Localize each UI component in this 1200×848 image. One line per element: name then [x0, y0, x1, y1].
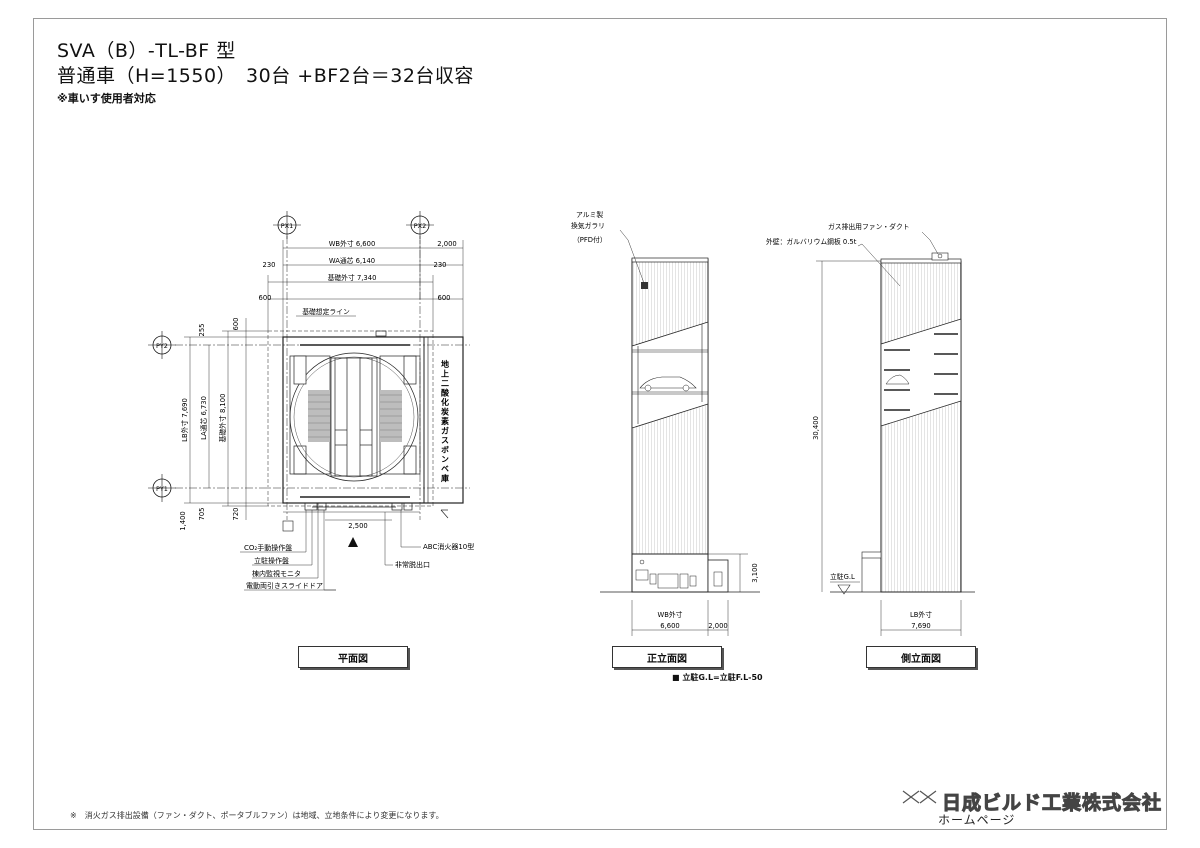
label-parking-panel: 立駐操作盤: [254, 556, 289, 565]
dim-foundation-width: 基礎外寸 7,340: [328, 273, 377, 282]
dim-la-center: LA通芯 6,730: [199, 396, 208, 440]
side-lb-value: 7,690: [911, 622, 930, 630]
dim-2000: 2,000: [437, 240, 456, 248]
label-slide-door: 電動両引きスライドドア: [246, 581, 323, 590]
capacity-title: 普通車（H=1550） 30台 +BF2台＝32台収容: [57, 65, 474, 87]
dim-705: 705: [198, 508, 206, 521]
outer-wall-label: 外壁：ガルバリウム鋼板 0.5t: [766, 237, 857, 246]
grid-label-py1: PY1: [156, 485, 168, 493]
dim-230-left: 230: [263, 261, 276, 269]
dim-1400: 1,400: [179, 511, 187, 530]
gas-cylinder-room-label: 地上二酸化炭素ガスボンベ庫: [440, 359, 450, 483]
side-lb-label: LB外寸: [910, 610, 932, 619]
front-caption: 正立面図: [612, 646, 722, 668]
front-elevation: 3,100 WB外寸 6,600 2,000 アルミ製 換気ガラリ （PFD付）: [571, 210, 760, 636]
company-name[interactable]: 日成ビルド工業株式会社: [941, 792, 1163, 815]
plan-caption: 平面図: [298, 646, 408, 668]
side-elevation: 30,400 立駐G.L LB外寸 7,690 ガス排出用ファン・ダクト 外壁：…: [766, 222, 975, 636]
dim-600-right: 600: [438, 294, 451, 302]
louver-icon: [641, 282, 648, 289]
dim-foundation-depth: 基礎外寸 8,100: [218, 394, 227, 443]
gl-marker-icon: [837, 584, 851, 595]
fan-duct-icon: [931, 252, 949, 261]
louver-label-2: 換気ガラリ: [571, 221, 605, 230]
gl-note: ■ 立駐G.L=立駐F.L-50: [672, 673, 763, 682]
company-emblem-icon: [902, 790, 937, 804]
grid-label-py2: PY2: [156, 342, 168, 350]
entrance-arrow-icon: [348, 537, 358, 547]
dim-wb-outer: WB外寸 6,600: [329, 239, 376, 248]
footnote: ※ 消火ガス排出設備（ファン・ダクト、ポータブルファン）は地域、立地条件により変…: [70, 811, 444, 820]
grid-label-px1: PX1: [281, 222, 294, 230]
grid-label-px2: PX2: [414, 222, 427, 230]
dim-230-right: 230: [434, 261, 447, 269]
front-dim-2000: 2,000: [708, 622, 727, 630]
pfd-label: （PFD付）: [573, 235, 607, 244]
louver-label-1: アルミ製: [576, 210, 603, 219]
side-caption: 側立面図: [866, 646, 976, 668]
plan-view: PX1 PX2 PY2 PY1 WB外寸 6,600 2,000 WA通芯 6,…: [148, 211, 474, 591]
company-logo[interactable]: [900, 786, 1162, 828]
foundation-line-label: 基礎想定ライン: [302, 307, 350, 316]
label-co2-panel: CO₂手動操作盤: [244, 543, 292, 552]
side-car-icon: [885, 374, 910, 385]
homepage-link[interactable]: ホームページ: [938, 813, 1016, 827]
wheelchair-note: ※車いす使用者対応: [57, 92, 156, 105]
dim-3100: 3,100: [751, 563, 759, 582]
front-wb-value: 6,600: [660, 622, 679, 630]
front-wb-label: WB外寸: [658, 610, 683, 619]
fan-duct-label: ガス排出用ファン・ダクト: [828, 222, 910, 231]
dim-600-left: 600: [259, 294, 272, 302]
label-emergency-exit: 非常脱出口: [395, 560, 430, 569]
gl-label: 立駐G.L: [830, 572, 855, 581]
dim-255: 255: [198, 324, 206, 337]
dim-600-top: 600: [232, 318, 240, 331]
dim-30400: 30,400: [812, 416, 820, 440]
dim-wa-center: WA通芯 6,140: [329, 256, 375, 265]
car-icon: [639, 376, 697, 389]
dim-2500: 2,500: [348, 522, 367, 530]
label-extinguisher: ABC消火器10型: [423, 542, 474, 551]
drawing-sheet-border: [33, 18, 1167, 830]
dim-720: 720: [232, 508, 240, 521]
label-monitor: 棟内監視モニタ: [252, 569, 301, 578]
model-title: SVA（B）-TL-BF 型: [57, 40, 236, 62]
dim-lb-outer: LB外寸 7,690: [180, 398, 189, 442]
